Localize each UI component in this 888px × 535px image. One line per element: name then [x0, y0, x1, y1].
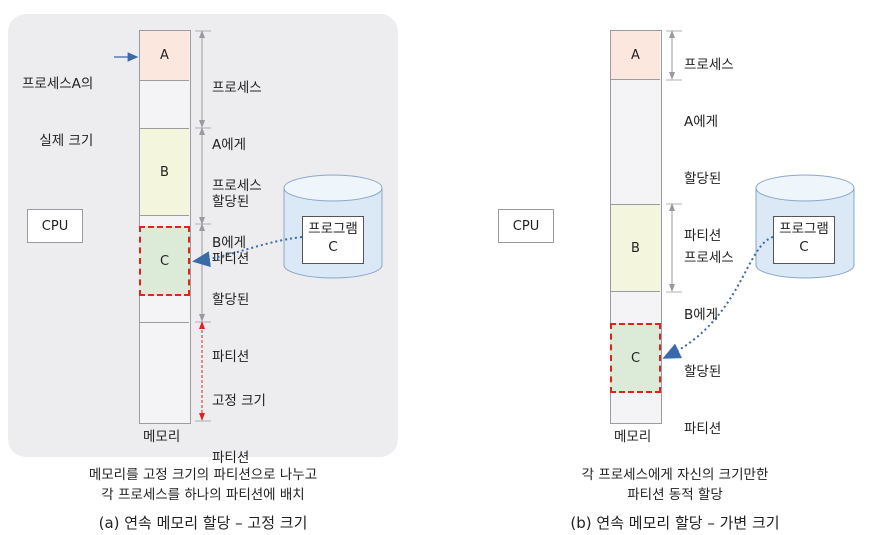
memory-block-a-a: A [140, 31, 189, 81]
memory-block-b-a: A [611, 31, 660, 80]
alloc-label-a-b: 프로세스 B에게 할당된 파티션 [212, 178, 262, 365]
memory-label-b: 메모리 [614, 429, 652, 445]
fixed-size-label: 고정 크기 파티션 [212, 393, 266, 466]
actual-size-label: 프로세스A의 실제 크기 [22, 76, 94, 149]
alloc-label-b-a: 프로세스 A에게 할당된 파티션 [684, 57, 734, 244]
memory-divider-a [140, 322, 189, 323]
memory-block-a-c: C [139, 226, 190, 296]
subtitle-b: (b) 연속 메모리 할당 – 가변 크기 [570, 514, 780, 532]
alloc-label-a-a: 프로세스 A에게 할당된 파티션 [212, 80, 262, 267]
cpu-box-a: CPU [27, 209, 83, 243]
caption-a: 메모리를 고정 크기의 파티션으로 나누고 각 프로세스를 하나의 파티션에 배… [88, 467, 318, 503]
memory-block-a-b: B [140, 128, 189, 216]
cpu-label-a: CPU [41, 218, 69, 234]
alloc-label-b-b: 프로세스 B에게 할당된 파티션 [684, 250, 734, 437]
cpu-label-b: CPU [512, 218, 540, 234]
caption-b: 각 프로세스에게 자신의 크기만한 파티션 동적 할당 [581, 467, 769, 503]
memory-block-b-c: C [610, 323, 661, 393]
program-box-b: 프로그램 C [773, 216, 835, 264]
subtitle-a: (a) 연속 메모리 할당 – 고정 크기 [98, 514, 308, 532]
load-arrow-a [192, 236, 303, 268]
cpu-box-b: CPU [498, 209, 554, 243]
memory-label-a: 메모리 [143, 429, 181, 445]
memory-block-b-b: B [611, 204, 660, 292]
load-arrow-b [662, 236, 774, 359]
program-box-a: 프로그램 C [302, 216, 364, 264]
